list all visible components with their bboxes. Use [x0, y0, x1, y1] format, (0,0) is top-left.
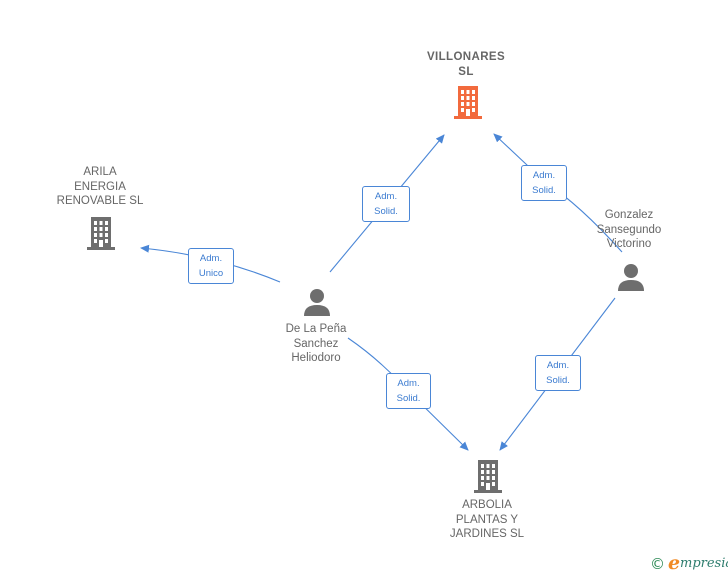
- copyright-symbol: ©: [650, 555, 665, 573]
- person-icon[interactable]: [616, 262, 646, 297]
- node-label-delapena: De La Peña Sanchez Heliodoro: [285, 323, 347, 364]
- building-icon[interactable]: [85, 215, 117, 256]
- edge-label-line: Adm.: [374, 191, 398, 202]
- building-icon[interactable]: [452, 84, 484, 125]
- edge-label-delapena-arila[interactable]: Adm. Unico: [188, 248, 234, 284]
- edge-label-line: Solid.: [396, 393, 421, 404]
- edge-label-gonzalez-villonares[interactable]: Adm. Solid.: [521, 165, 567, 201]
- edge-label-line: Solid.: [546, 375, 570, 386]
- edge-label-line: Adm.: [546, 360, 570, 371]
- brand-initial: e: [668, 552, 681, 574]
- edge-label-delapena-villonares[interactable]: Adm. Solid.: [362, 186, 410, 222]
- edge-label-line: Adm.: [532, 170, 556, 181]
- edge-label-line: Adm.: [199, 253, 223, 264]
- edge-label-delapena-arbolia[interactable]: Adm. Solid.: [386, 373, 431, 409]
- edge-label-line: Unico: [198, 268, 224, 279]
- node-label-villonares: VILLONARES SL: [426, 51, 506, 78]
- node-label-arila: ARILA ENERGIA RENOVABLE SL: [56, 166, 144, 207]
- edge-label-line: Solid.: [532, 185, 556, 196]
- node-label-gonzalez: Gonzalez Sansegundo Victorino: [596, 209, 662, 250]
- brand-name: mpresia: [680, 556, 728, 571]
- building-icon[interactable]: [472, 458, 504, 499]
- node-label-arbolia: ARBOLIA PLANTAS Y JARDINES SL: [449, 499, 525, 540]
- edge-label-line: Adm.: [397, 378, 420, 389]
- person-icon[interactable]: [302, 287, 332, 322]
- edge-label-gonzalez-arbolia[interactable]: Adm. Solid.: [535, 355, 581, 391]
- edge-label-line: Solid.: [374, 206, 398, 217]
